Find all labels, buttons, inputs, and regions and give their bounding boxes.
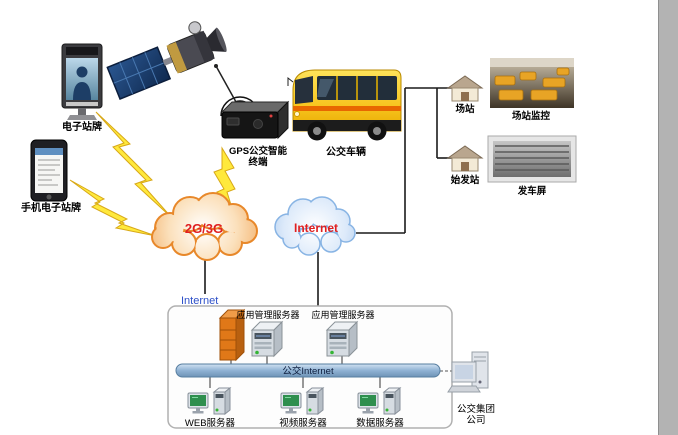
company-label: 公交集团公司 bbox=[456, 404, 495, 427]
connector-lines bbox=[204, 87, 453, 306]
kiosk-icon bbox=[61, 43, 103, 120]
gps-terminal-icon bbox=[214, 64, 290, 140]
bus-icon bbox=[287, 69, 402, 141]
phone-icon bbox=[30, 139, 68, 202]
app-server-2-icon bbox=[326, 321, 358, 357]
app-server-2-label: 应用管理服务器 bbox=[311, 310, 375, 320]
depot-monitor-label: 场站监控 bbox=[511, 111, 550, 122]
phone-label: 手机电子站牌 bbox=[21, 203, 81, 214]
backbone-label: 公交Internet bbox=[282, 366, 334, 377]
video-server-label: 视频服务器 bbox=[279, 418, 327, 429]
depot-label: 场站 bbox=[455, 104, 475, 115]
gps-terminal-label: GPS公交智能终端 bbox=[228, 146, 288, 169]
depot-house-icon bbox=[447, 75, 483, 102]
departure-screen-photo bbox=[487, 135, 577, 183]
company-pc-icon bbox=[447, 351, 489, 393]
kiosk-label: 电子站牌 bbox=[62, 122, 102, 133]
satellite-icon bbox=[106, 21, 227, 100]
origin-station-label: 始发站 bbox=[450, 175, 480, 186]
cloud-2g3g-label: 2G/3G bbox=[184, 221, 224, 236]
lan-internet-label: Internet bbox=[181, 295, 219, 307]
cloud-2g3g-shape bbox=[151, 192, 258, 261]
data-server-label: 数据服务器 bbox=[356, 418, 404, 429]
firewall-icon bbox=[218, 308, 246, 362]
depot-monitor-photo bbox=[490, 58, 574, 108]
app-server-1-label: 应用管理服务器 bbox=[236, 310, 300, 320]
lan-connectors bbox=[209, 356, 458, 388]
origin-house-icon bbox=[447, 145, 483, 172]
bus-label: 公交车辆 bbox=[326, 147, 366, 158]
departure-screen-label: 发车屏 bbox=[517, 186, 547, 197]
page-edge bbox=[658, 0, 678, 435]
cloud-internet-label: Internet bbox=[293, 221, 338, 235]
backbone-bar bbox=[175, 363, 441, 378]
cloud-internet-shape bbox=[274, 196, 356, 256]
app-server-1-icon bbox=[251, 321, 283, 357]
web-server-label: WEB服务器 bbox=[184, 418, 236, 429]
